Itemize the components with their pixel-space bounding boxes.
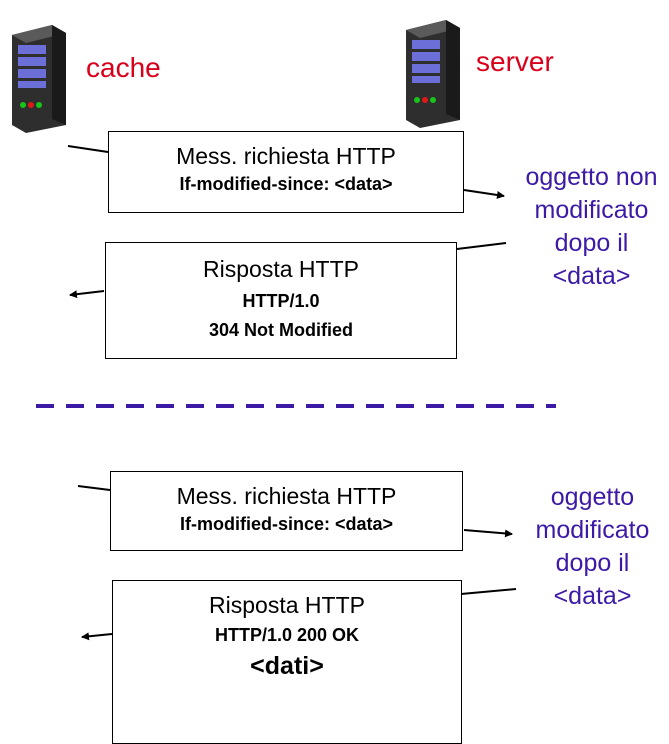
response-arrow-out-bottom <box>81 632 113 641</box>
note-modified: oggetto modificato dopo il <data> <box>520 481 665 613</box>
response-body: <dati> <box>250 652 324 680</box>
request-box-not-modified: Mess. richiesta HTTP If-modified-since: … <box>108 131 464 213</box>
request-box-modified: Mess. richiesta HTTP If-modified-since: … <box>110 471 463 551</box>
response-status-line: HTTP/1.0 <box>242 291 320 311</box>
response-arrow-out-top <box>69 290 105 299</box>
note-line: modificato <box>534 196 649 224</box>
note-line: <data> <box>552 262 631 290</box>
response-title: Risposta HTTP <box>209 592 365 618</box>
cache-server-icon <box>12 25 66 133</box>
response-title: Risposta HTTP <box>203 256 359 282</box>
note-line: <data> <box>553 582 632 610</box>
response-line-in-top <box>456 242 507 250</box>
server-label: server <box>476 46 554 77</box>
cache-label: cache <box>86 52 161 83</box>
request-arrow-out-top <box>463 189 505 199</box>
note-line: dopo il <box>555 549 630 577</box>
note-line: modificato <box>535 516 650 544</box>
request-line-in-top <box>67 145 109 153</box>
request-header: If-modified-since: <data> <box>179 514 394 534</box>
response-status-code: 304 Not Modified <box>208 320 353 340</box>
response-box-modified: Risposta HTTP HTTP/1.0 200 OK <dati> <box>112 580 462 744</box>
response-status-line: HTTP/1.0 200 OK <box>214 625 360 645</box>
note-line: oggetto non <box>525 163 658 191</box>
request-line-in-bottom <box>77 485 111 491</box>
note-not-modified: oggetto non modificato dopo il <data> <box>514 161 669 293</box>
response-box-not-modified: Risposta HTTP HTTP/1.0 304 Not Modified <box>105 242 457 359</box>
note-line: dopo il <box>554 229 629 257</box>
origin-server-icon <box>406 20 460 128</box>
response-line-in-bottom <box>460 588 517 595</box>
request-title: Mess. richiesta HTTP <box>176 143 396 169</box>
note-line: oggetto <box>550 483 635 511</box>
request-header: If-modified-since: <data> <box>179 174 393 194</box>
request-arrow-out-bottom <box>463 529 513 538</box>
request-title: Mess. richiesta HTTP <box>176 483 397 509</box>
